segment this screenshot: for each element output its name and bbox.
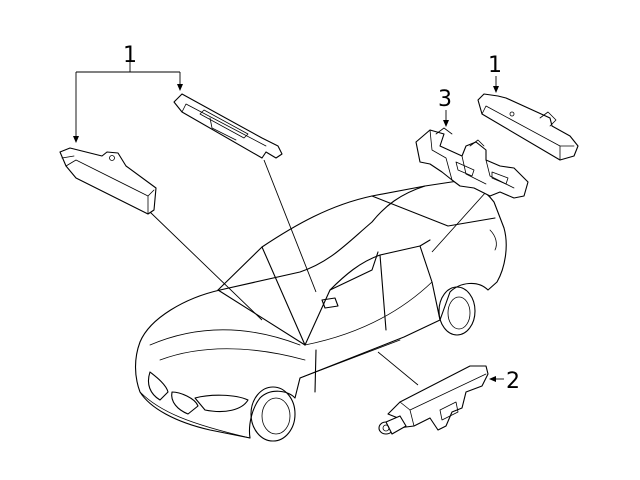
callout-number-1-left: 1 [123,43,137,68]
callout-number-2: 2 [506,369,520,394]
car-outline [134,180,507,442]
callout-number-3: 3 [438,87,452,112]
callout-number-1-right: 1 [488,53,502,78]
antenna-module-left [59,147,157,215]
callout-arrows [73,62,504,382]
antenna-module-right [477,93,579,161]
antenna-module-upper [173,93,283,159]
leader-lines [149,159,487,386]
antenna-bracket [415,127,529,199]
antenna-amplifier [378,365,489,435]
